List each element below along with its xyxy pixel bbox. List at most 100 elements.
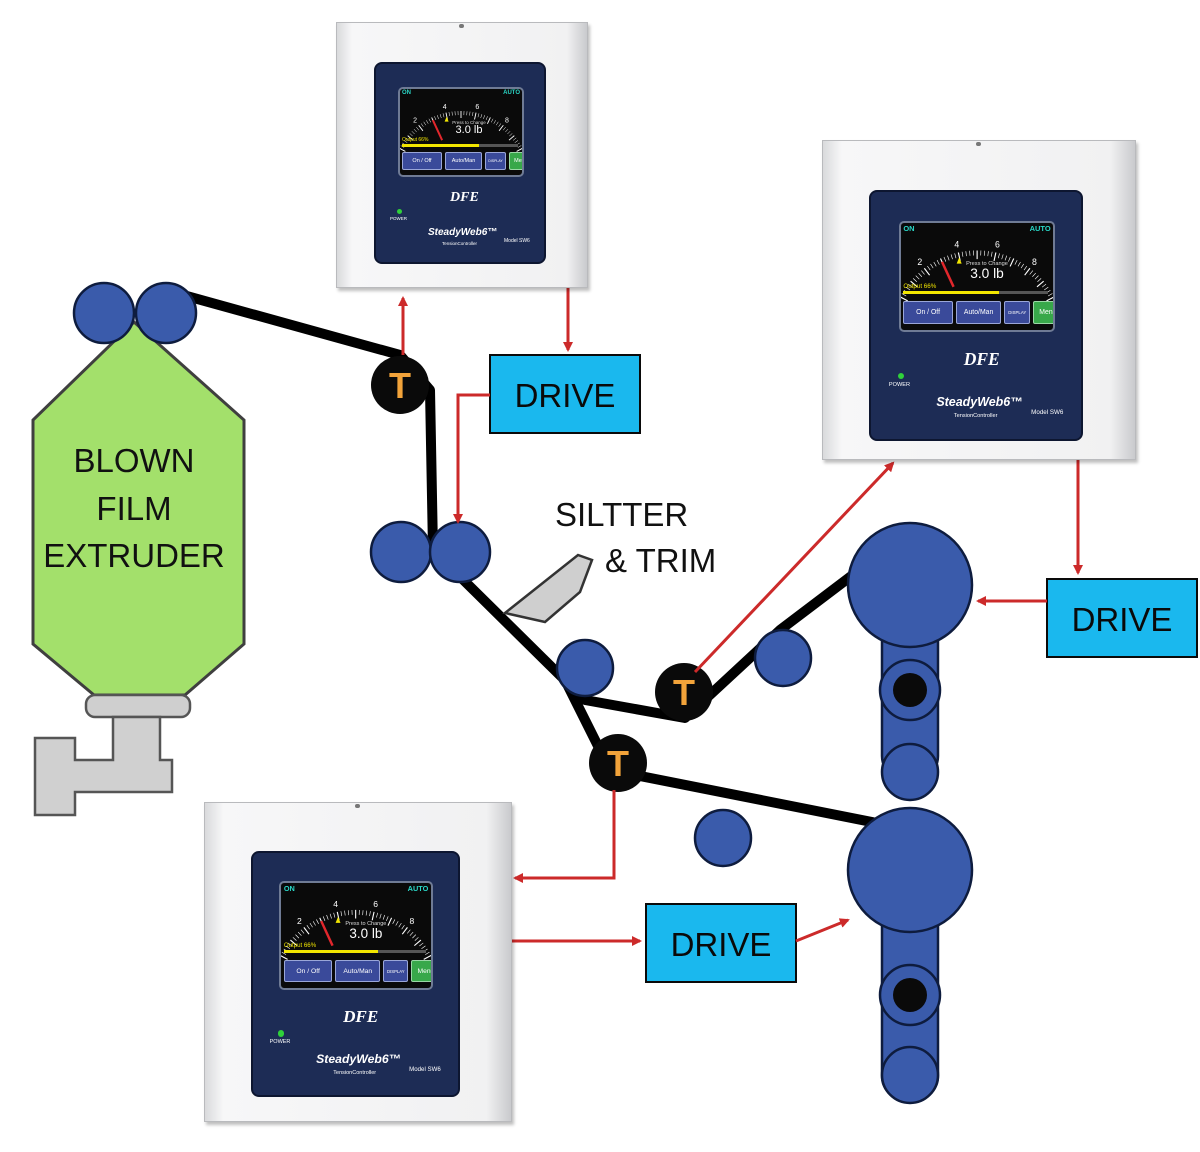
gauge-tick [410, 931, 414, 937]
gauge-tick [1029, 269, 1034, 275]
gauge-tick [414, 939, 422, 947]
controller-faceplate: 0246810 ON AUTO Press to Change 3.0 lb O… [374, 62, 546, 264]
gauge-tick [1004, 255, 1007, 261]
gauge-tick [442, 113, 445, 118]
extruder-label-line-2: FILM [96, 490, 171, 527]
gauge-scale-label: 2 [917, 256, 922, 266]
setpoint-marker [956, 257, 962, 264]
display-button[interactable]: DISPLAY [1004, 301, 1031, 324]
gauge-tick [920, 269, 925, 275]
gauge-tick [298, 931, 303, 937]
sensor-roller [655, 663, 713, 721]
gauge-tick [281, 955, 289, 960]
gauge-tick [517, 145, 522, 148]
gauge-tick [954, 252, 957, 258]
arrow-drive-3-to-winder [795, 918, 850, 943]
display-button[interactable]: DISPLAY [383, 960, 409, 983]
touch-screen[interactable]: 0246810 ON AUTO Press to Change 3.0 lb O… [898, 220, 1056, 332]
gauge-tick [1014, 259, 1018, 265]
gauge-tick [1007, 256, 1011, 262]
tension-value[interactable]: 3.0 lb [970, 266, 1004, 282]
status-on: ON [402, 90, 411, 96]
upper-winder [846, 521, 974, 802]
setpoint-marker [336, 916, 341, 923]
gauge-tick [333, 912, 336, 918]
signal-arrows [398, 285, 1083, 946]
on-off-button[interactable]: On / Off [903, 301, 953, 324]
gauge-tick [997, 252, 1000, 258]
gauge-tick [412, 934, 417, 939]
gauge-tick [469, 111, 471, 116]
arrow-drive-1-to-rollers [453, 393, 490, 524]
drive-label: DRIVE [671, 926, 772, 963]
gauge-tick [428, 118, 431, 123]
gauge-tick [491, 118, 494, 123]
power-label: POWER [888, 381, 911, 388]
touch-screen[interactable]: 0246810 ON AUTO Press to Change 3.0 lb O… [279, 881, 433, 991]
brand-name: SteadyWeb6™ [936, 395, 1023, 410]
gauge-tick [451, 111, 453, 116]
product-subtitle: TensionController [442, 241, 478, 246]
arrow-sensor-to-controller-2 [693, 461, 895, 674]
tension-value[interactable]: 3.0 lb [455, 124, 483, 136]
extruder-collar [84, 693, 192, 719]
gauge-tick [439, 114, 442, 119]
gauge-tick [437, 115, 439, 120]
on-off-button[interactable]: On / Off [402, 152, 442, 170]
gauge-tick [1023, 265, 1028, 270]
drive-box-3: DRIVE [645, 903, 797, 983]
gauge-tick [425, 951, 431, 955]
output-label: Output 66% [903, 282, 937, 290]
auto-man-button[interactable]: Auto/Man [445, 152, 482, 170]
auto-man-button[interactable]: Auto/Man [955, 301, 1002, 324]
extruder-label-line-1: BLOWN [73, 442, 194, 479]
gauge-tick [434, 116, 437, 121]
auto-man-button[interactable]: Auto/Man [335, 960, 381, 983]
touch-screen[interactable]: 0246810 ON AUTO Press to Change 3.0 lb O… [398, 87, 524, 177]
gauge-tick [987, 250, 989, 256]
on-off-button[interactable]: On / Off [283, 960, 333, 983]
gauge-tick [907, 283, 913, 288]
gauge-tick [421, 945, 427, 950]
nip-roller-right [134, 281, 198, 345]
gauge-needle [320, 920, 335, 947]
lower-winder [846, 806, 974, 1105]
tension-gauge: 0246810 [281, 899, 431, 960]
gauge-tick [398, 923, 403, 928]
arrow-sensor-to-controller-3 [513, 790, 616, 883]
tension-value[interactable]: 3.0 lb [349, 925, 383, 941]
power-led [278, 1030, 285, 1037]
gauge-tick [918, 272, 922, 277]
gauge-tick [990, 251, 993, 257]
gauge-tick [930, 263, 934, 268]
gauge-tick [487, 117, 491, 124]
winder-spare-roll [880, 1045, 940, 1105]
power-label: POWER [269, 1039, 291, 1045]
product-subtitle: TensionController [333, 1069, 377, 1076]
gauge-tick [407, 135, 414, 141]
gauge-tick [926, 265, 931, 270]
sensor-letter: T [389, 365, 411, 406]
setpoint-marker [444, 116, 449, 122]
gauge-tick [950, 253, 953, 259]
gauge-tick [413, 128, 417, 133]
output-bar-fill [903, 291, 999, 295]
dfe-logo: DFE [343, 1007, 379, 1027]
idler-roller-lower-winder [693, 808, 753, 868]
model-number: Model SW6 [1031, 409, 1064, 417]
gauge-tick [286, 945, 291, 950]
gauge-tick [400, 148, 406, 152]
menu-button[interactable]: Menu [1033, 301, 1054, 324]
menu-button[interactable]: Menu [509, 152, 522, 170]
gauge-tick [392, 919, 396, 925]
menu-button[interactable]: Menu [411, 960, 431, 983]
tension-controller-1: 0246810 ON AUTO Press to Change 3.0 lb O… [336, 22, 588, 288]
gauge-tick [495, 121, 499, 126]
gauge-tick [1032, 272, 1036, 277]
display-button[interactable]: DISPLAY [485, 152, 506, 170]
controller-faceplate: 0246810 ON AUTO Press to Change 3.0 lb O… [869, 189, 1084, 441]
gauge-tick [943, 256, 947, 262]
idler-roller [555, 638, 615, 698]
press-to-change-hint: Press to Change [452, 120, 486, 125]
gauge-tick [290, 939, 298, 947]
